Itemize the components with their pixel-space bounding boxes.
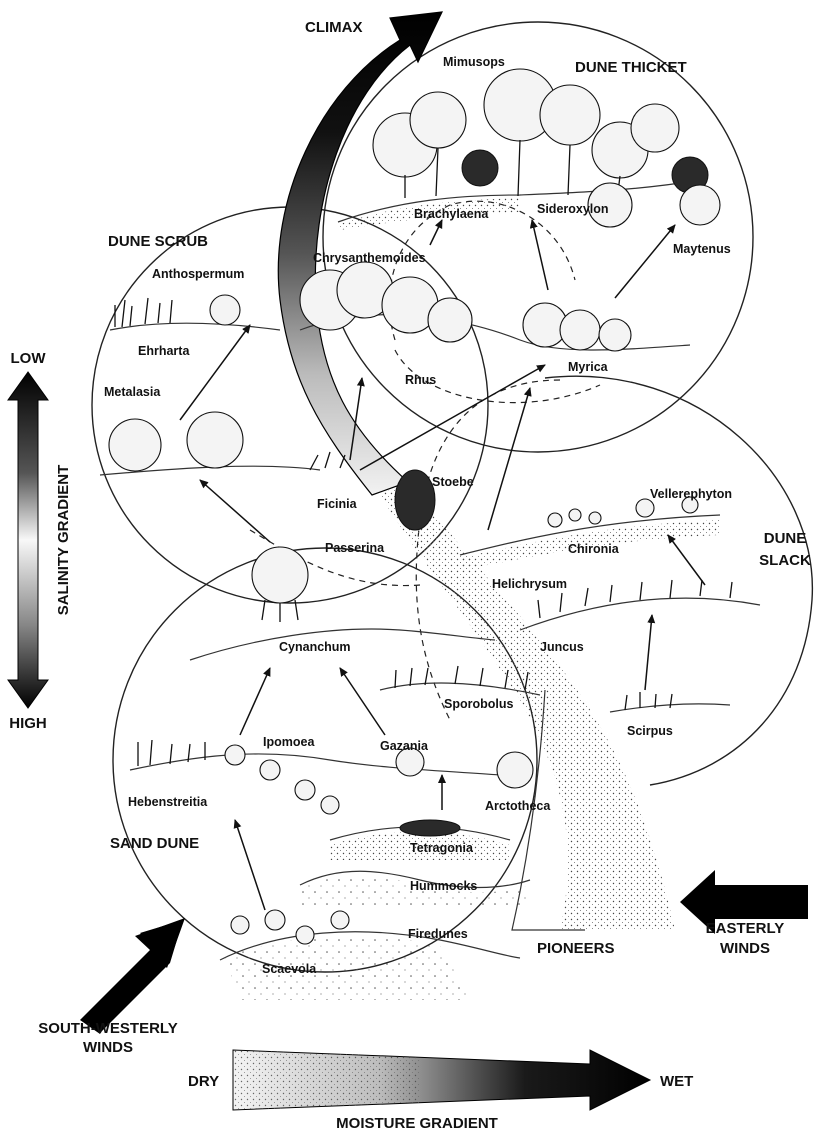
label-rhus: Rhus (405, 373, 436, 387)
south-westerly-winds-label-line1: SOUTH-WESTERLY (38, 1020, 177, 1037)
label-myrica: Myrica (568, 360, 609, 374)
dune-slack-label-line2: SLACK (759, 552, 811, 569)
arrow-scirpus-juncus (645, 615, 652, 690)
easterly-winds-label-line2: WINDS (720, 940, 770, 957)
label-hummocks: Hummocks (410, 879, 477, 893)
moisture-gradient-stipple (233, 1050, 420, 1110)
climax-label: CLIMAX (305, 19, 363, 36)
salinity-gradient-title: SALINITY GRADIENT (55, 465, 72, 616)
moisture-wet-label: WET (660, 1073, 693, 1090)
dune-thicket-vegetation (338, 69, 720, 230)
label-mimusops: Mimusops (443, 55, 505, 69)
label-vellerephyton: Vellerephyton (650, 487, 732, 501)
label-scaevola: Scaevola (262, 962, 317, 976)
pioneers-label: PIONEERS (537, 940, 615, 957)
label-arctotheca: Arctotheca (485, 799, 551, 813)
label-firedunes: Firedunes (408, 927, 468, 941)
label-hebenstreitia: Hebenstreitia (128, 795, 208, 809)
salinity-high-label: HIGH (9, 715, 47, 732)
arrow-passerina-metalasia (200, 480, 270, 542)
salinity-gradient: LOW HIGH SALINITY GRADIENT (8, 350, 72, 732)
arrow-juncus-chironia (668, 535, 705, 585)
label-chrysanthemoides: Chrysanthemoides (313, 251, 426, 265)
label-cynanchum: Cynanchum (279, 640, 351, 654)
label-stoebe: Stoebe (432, 475, 474, 489)
arrow-ipomoea-cynanchum (240, 668, 270, 735)
salinity-low-label: LOW (11, 350, 47, 367)
arrow-myrica-sideroxylon (532, 220, 548, 290)
label-helichrysum: Helichrysum (492, 577, 567, 591)
arrow-chrysanthemoides-brachylaena (430, 220, 442, 245)
sand-dune-vegetation (130, 629, 540, 1000)
stoebe-shrub (395, 470, 435, 530)
label-tetragonia: Tetragonia (410, 841, 474, 855)
label-ipomoea: Ipomoea (263, 735, 315, 749)
moisture-dry-label: DRY (188, 1073, 219, 1090)
label-gazania: Gazania (380, 739, 429, 753)
label-passerina: Passerina (325, 541, 385, 555)
arrow-metalasia-anthospermum (180, 325, 250, 420)
dune-slack-label-line1: DUNE (764, 530, 807, 547)
passerina-shrub (252, 547, 308, 603)
mid-shrubs (300, 262, 690, 351)
easterly-winds-label-line1: EASTERLY (706, 920, 785, 937)
sand-dune-label: SAND DUNE (110, 835, 199, 852)
arrow-scaevola-hebenstreitia (235, 820, 265, 910)
label-juncus: Juncus (540, 640, 584, 654)
south-westerly-wind-arrow-shape (80, 918, 185, 1034)
label-scirpus: Scirpus (627, 724, 673, 738)
label-ehrharta: Ehrharta (138, 344, 190, 358)
label-anthospermum: Anthospermum (152, 267, 244, 281)
label-metalasia: Metalasia (104, 385, 161, 399)
moisture-gradient-title: MOISTURE GRADIENT (336, 1115, 498, 1132)
label-chironia: Chironia (568, 542, 620, 556)
label-ficinia: Ficinia (317, 497, 358, 511)
dune-thicket-label: DUNE THICKET (575, 59, 687, 76)
arrow-myrica-maytenus (615, 225, 675, 298)
south-westerly-winds-label-line2: WINDS (83, 1039, 133, 1056)
label-sporobolus: Sporobolus (444, 697, 513, 711)
label-maytenus: Maytenus (673, 242, 731, 256)
arrow-helichrysum-myrica (488, 388, 530, 530)
dune-scrub-label: DUNE SCRUB (108, 233, 208, 250)
arrow-ficinia-myrica (360, 365, 545, 470)
arrow-gazania-cynanchum (340, 668, 385, 735)
label-sideroxylon: Sideroxylon (537, 202, 609, 216)
label-brachylaena: Brachylaena (414, 207, 489, 221)
